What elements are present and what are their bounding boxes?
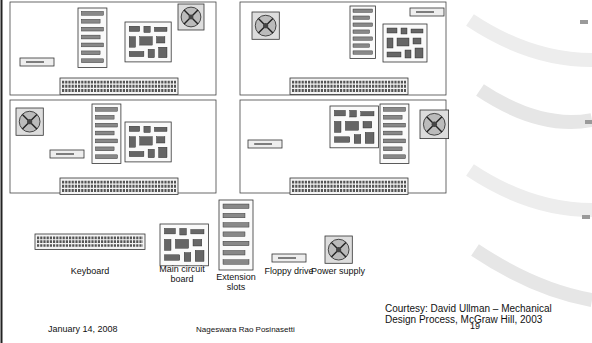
decor-mark xyxy=(582,215,590,219)
author-footer: Nageswara Rao Posinasetti xyxy=(196,326,326,335)
part-label: Main circuit board xyxy=(152,265,212,285)
slide-border xyxy=(1,0,3,343)
layout-panel xyxy=(240,2,446,95)
decor-swoosh xyxy=(470,20,592,60)
circuit-board-figure xyxy=(125,22,171,62)
circuit-board-figure xyxy=(383,24,427,62)
part-label: Keyboard xyxy=(45,267,135,277)
circuit-board-figure xyxy=(160,224,208,266)
keyboard-figure xyxy=(290,78,408,95)
circuit-board-figure xyxy=(125,122,171,162)
keyboard-figure xyxy=(60,78,178,95)
circuit-board-figure xyxy=(330,106,378,148)
floppy-drive-figure xyxy=(50,150,84,158)
keyboard-figure xyxy=(60,178,178,195)
keyboard-figure xyxy=(290,178,408,195)
power-supply-figure xyxy=(325,236,352,263)
decor-swoosh xyxy=(480,90,592,122)
floppy-drive-figure xyxy=(272,254,306,262)
decor-swoosh xyxy=(470,20,592,300)
layout-panel xyxy=(10,2,216,95)
keyboard-figure xyxy=(35,234,145,249)
power-supply-figure xyxy=(252,12,279,39)
floppy-drive-figure xyxy=(20,58,54,66)
floppy-drive-figure xyxy=(410,8,444,16)
power-supply-figure xyxy=(420,110,449,139)
part-label: Power supply xyxy=(308,267,368,277)
floppy-drive-figure xyxy=(248,140,282,148)
decor-mark xyxy=(580,20,588,24)
extension-slots-figure xyxy=(92,104,121,164)
extension-slots-figure xyxy=(78,8,107,68)
page-number: 19 xyxy=(470,322,490,332)
extension-slots-figure xyxy=(350,6,376,59)
part-label: Extension slots xyxy=(209,273,263,293)
extension-slots-figure xyxy=(380,104,409,164)
date-footer: January 14, 2008 xyxy=(48,325,158,335)
power-supply-figure xyxy=(16,108,43,135)
decor-swoosh xyxy=(470,170,592,210)
part-label: Floppy drive xyxy=(259,267,319,277)
decor-mark xyxy=(585,120,592,124)
power-supply-figure xyxy=(178,4,204,30)
extension-slots-figure xyxy=(219,200,253,270)
decor-swoosh xyxy=(475,250,592,300)
